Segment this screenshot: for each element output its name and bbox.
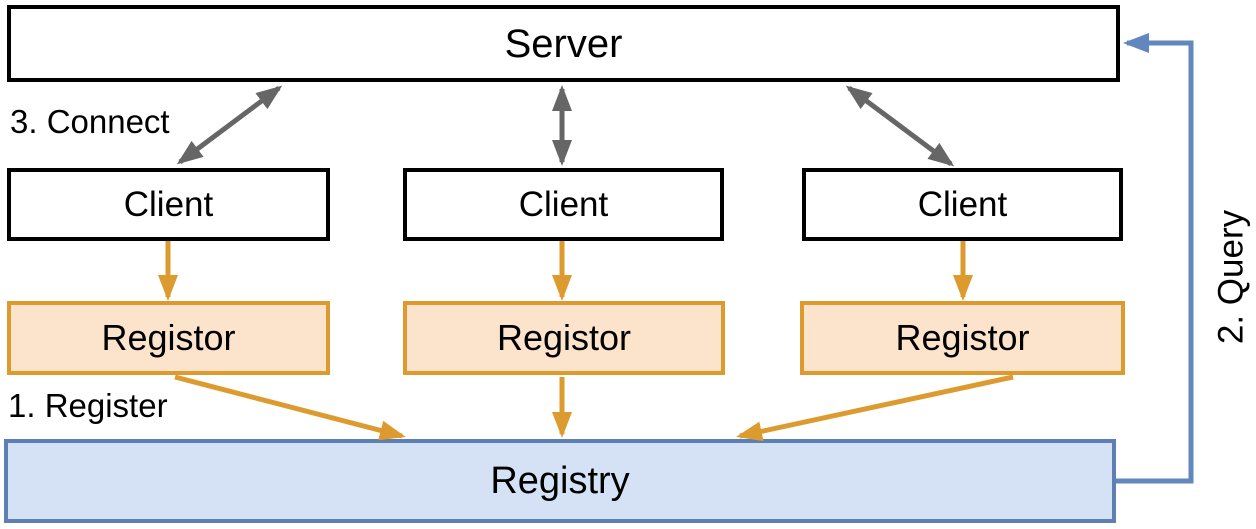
registor-label: Registor: [895, 317, 1030, 358]
registry-node: Registry: [4, 439, 1116, 523]
client-node-3: Client: [802, 168, 1123, 241]
registor-node-1: Registor: [7, 301, 330, 375]
registor-3-registry-arrow: [736, 374, 1014, 442]
client-label: Client: [123, 185, 214, 224]
registor-node-3: Registor: [800, 301, 1125, 375]
registor-label: Registor: [101, 317, 236, 358]
client-label: Client: [917, 185, 1008, 224]
server-client-1-arrow: [176, 85, 283, 165]
client-node-2: Client: [403, 168, 724, 241]
server-client-3-arrow: [845, 85, 955, 167]
registor-label: Registor: [496, 317, 632, 358]
connect-step-label: 3. Connect: [10, 103, 170, 140]
register-step-label: 1. Register: [8, 387, 168, 424]
server-label: Server: [504, 21, 623, 66]
registry-label: Registry: [490, 460, 630, 502]
registry-server-query-arrow: [1116, 33, 1194, 484]
client-label: Client: [518, 185, 609, 224]
registor-1-registry-arrow: [174, 374, 406, 441]
registor-node-2: Registor: [403, 301, 725, 375]
server-node: Server: [7, 5, 1120, 82]
client-node-1: Client: [7, 168, 330, 241]
query-step-label: 2. Query: [1211, 209, 1251, 345]
